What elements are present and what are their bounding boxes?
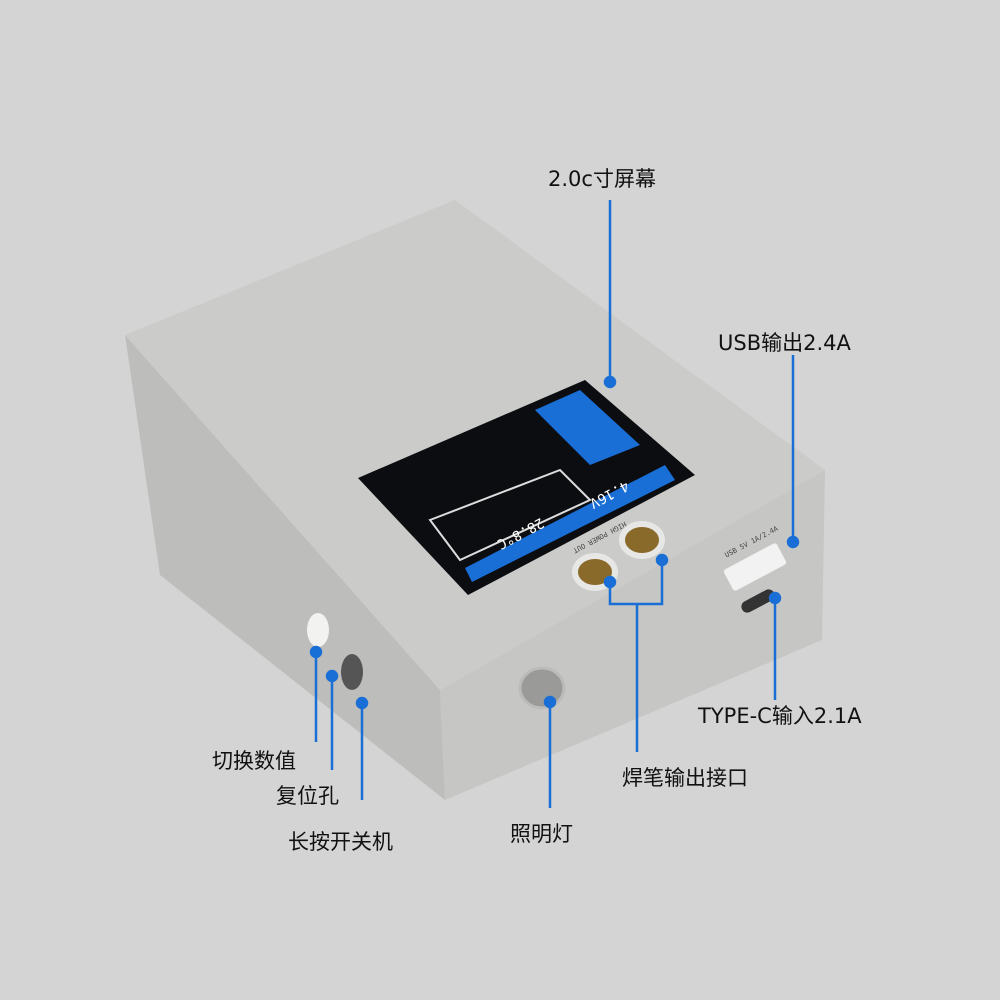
device-front-face <box>440 470 825 800</box>
label-light: 照明灯 <box>510 822 573 846</box>
label-typec-input: TYPE-C输入2.1A <box>698 704 862 728</box>
label-usb-output: USB输出2.4A <box>718 331 851 355</box>
usb-port <box>723 543 787 591</box>
power-button[interactable] <box>341 654 363 690</box>
lcd-screen <box>358 380 695 595</box>
label-switch-value: 切换数值 <box>212 749 296 773</box>
callout-lines <box>309 200 800 808</box>
switch-value-button[interactable] <box>307 613 329 647</box>
typec-port <box>741 589 775 613</box>
label-power-key: 长按开关机 <box>288 830 393 854</box>
label-screen: 2.0c寸屏幕 <box>548 167 656 191</box>
device-left-face <box>125 335 445 800</box>
flashlight-lens <box>518 666 566 710</box>
label-solder-output: 焊笔输出接口 <box>622 766 748 790</box>
label-reset-hole: 复位孔 <box>276 784 339 808</box>
